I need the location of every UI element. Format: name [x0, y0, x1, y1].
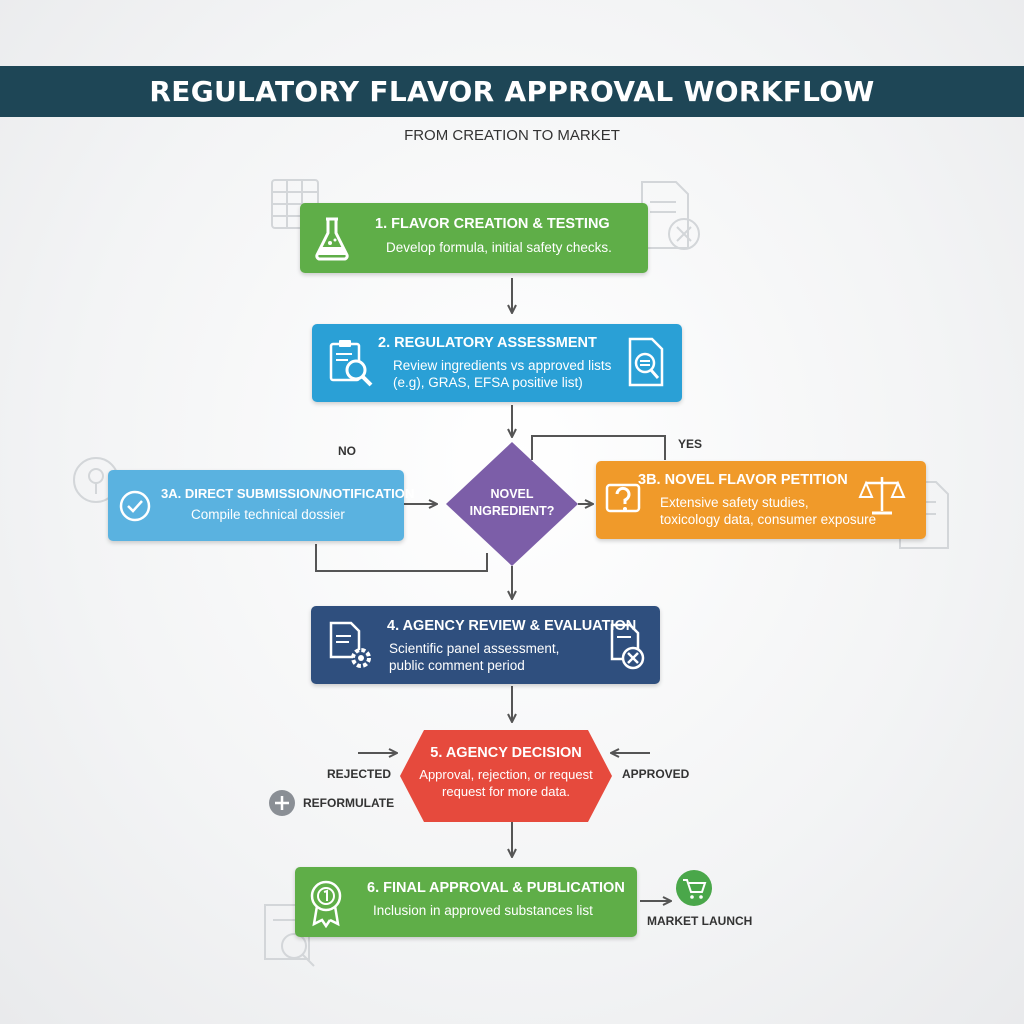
step3b-novel-flavor-petition: 3B. NOVEL FLAVOR PETITION Extensive safe…: [596, 461, 926, 539]
document-gear-icon: [329, 621, 371, 668]
award-icon: [310, 880, 342, 928]
title-banner: REGULATORY FLAVOR APPROVAL WORKFLOW: [0, 66, 1024, 117]
novel-ingredient-diamond: [446, 442, 578, 566]
reformulate-label: REFORMULATE: [303, 796, 395, 810]
background-magnifier-doc-icon: [264, 904, 315, 967]
rejected-label: REJECTED: [327, 767, 392, 781]
step1-desc: Develop formula, initial safety checks.: [386, 240, 612, 255]
shopping-cart-icon: [676, 870, 712, 906]
step4-desc-line1: Scientific panel assessment,: [389, 641, 560, 656]
scales-icon: [858, 477, 906, 515]
question-icon: [605, 483, 641, 513]
step4-title: 4. AGENCY REVIEW & EVALUATION: [387, 618, 637, 634]
step3b-title: 3B. NOVEL FLAVOR PETITION: [638, 472, 848, 488]
flask-icon: [315, 217, 349, 261]
step2-desc-line1: Review ingredients vs approved lists: [393, 358, 612, 373]
step6-title: 6. FINAL APPROVAL & PUBLICATION: [367, 880, 625, 896]
step3b-desc-line1: Extensive safety studies,: [660, 495, 809, 510]
step6-final-approval: 6. FINAL APPROVAL & PUBLICATION Inclusio…: [295, 867, 637, 937]
check-circle-icon: [119, 490, 151, 522]
step5-desc-line1: Approval, rejection, or request: [419, 767, 593, 782]
approved-label: APPROVED: [622, 767, 690, 781]
step5-desc-line2: request for more data.: [442, 784, 570, 799]
step2-regulatory-assessment: 2. REGULATORY ASSESSMENT Review ingredie…: [312, 324, 682, 402]
step2-title: 2. REGULATORY ASSESSMENT: [378, 335, 597, 351]
clipboard-search-icon: [329, 340, 373, 387]
step4-desc-line2: public comment period: [389, 658, 525, 673]
step5-title: 5. AGENCY DECISION: [430, 745, 582, 761]
agency-decision-hexagon: [400, 730, 612, 822]
step6-desc: Inclusion in approved substances list: [373, 903, 593, 918]
step4-agency-review: 4. AGENCY REVIEW & EVALUATION Scientific…: [311, 606, 660, 684]
document-x-icon: [610, 623, 645, 670]
step2-desc-line2: (e.g), GRAS, EFSA positive list): [393, 375, 583, 390]
background-document-x-icon: [641, 181, 700, 250]
document-search-icon: [628, 337, 664, 387]
step3a-direct-submission: 3A. DIRECT SUBMISSION/NOTIFICATION Compi…: [108, 470, 414, 541]
page-title: REGULATORY FLAVOR APPROVAL WORKFLOW: [149, 75, 875, 108]
page-subtitle: FROM CREATION TO MARKET: [404, 127, 620, 144]
yes-label: YES: [678, 437, 703, 451]
market-launch-label: MARKET LAUNCH: [647, 914, 753, 928]
reformulate-plus-icon: [269, 790, 295, 816]
step3a-desc: Compile technical dossier: [191, 507, 345, 522]
step1-title: 1. FLAVOR CREATION & TESTING: [375, 216, 610, 232]
decision-text-line2: INGREDIENT?: [469, 504, 555, 518]
no-label: NO: [338, 444, 356, 458]
step1-flavor-creation: 1. FLAVOR CREATION & TESTING Develop for…: [300, 203, 648, 273]
decision-text-line1: NOVEL: [490, 487, 534, 501]
step3b-desc-line2: toxicology data, consumer exposure: [660, 512, 877, 527]
step3a-title: 3A. DIRECT SUBMISSION/NOTIFICATION: [161, 486, 415, 501]
